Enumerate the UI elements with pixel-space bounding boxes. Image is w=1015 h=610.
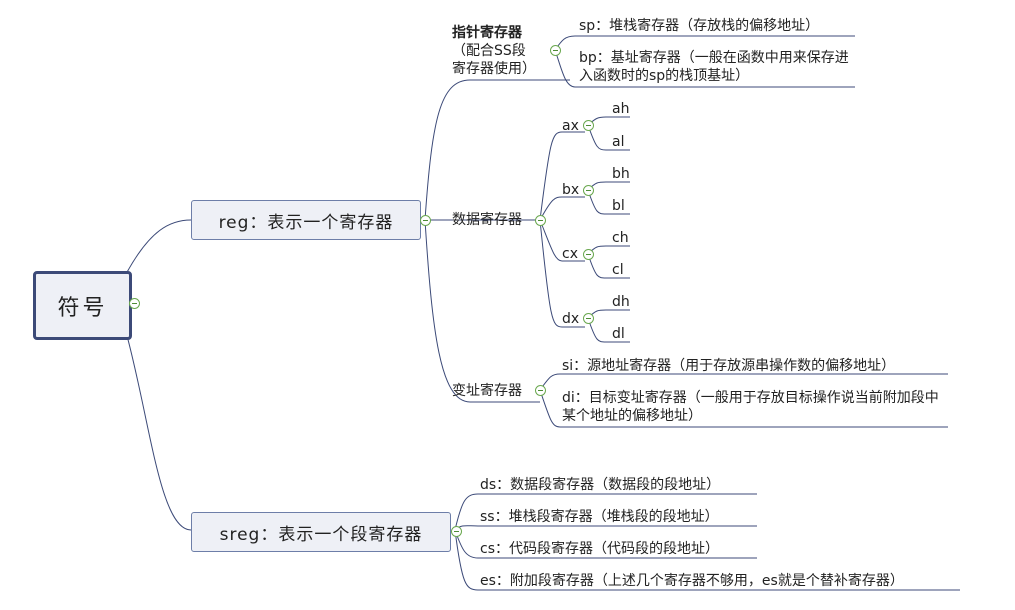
pointer-register-subtitle-line2: 寄存器使用） bbox=[452, 61, 536, 77]
register-dx[interactable]: dx bbox=[562, 311, 580, 327]
register-ch[interactable]: ch bbox=[612, 230, 629, 246]
collapse-icon[interactable] bbox=[583, 249, 594, 260]
register-cx[interactable]: cx bbox=[562, 246, 578, 262]
register-ah[interactable]: ah bbox=[612, 101, 630, 117]
reg-label: reg：表示一个寄存器 bbox=[218, 212, 394, 233]
sreg-item-ds[interactable]: ds：数据段寄存器（数据段的段地址） bbox=[480, 477, 721, 493]
sreg-item-cs[interactable]: cs：代码段寄存器（代码段的段地址） bbox=[480, 541, 719, 557]
sreg-item-es[interactable]: es：附加段寄存器（上述几个寄存器不够用，es就是个替补寄存器） bbox=[480, 573, 904, 589]
collapse-icon[interactable] bbox=[550, 45, 561, 56]
collapse-icon[interactable] bbox=[583, 313, 594, 324]
register-bh[interactable]: bh bbox=[612, 166, 630, 182]
index-item-di[interactable]: di：目标变址寄存器（一般用于存放目标操作说当前附加段中某个地址的偏移地址） bbox=[562, 390, 939, 424]
sreg-node[interactable]: sreg：表示一个段寄存器 bbox=[191, 512, 451, 552]
reg-node[interactable]: reg：表示一个寄存器 bbox=[191, 200, 421, 240]
index-register-title[interactable]: 变址寄存器 bbox=[452, 383, 522, 399]
register-dl[interactable]: dl bbox=[612, 326, 625, 342]
register-bx[interactable]: bx bbox=[562, 182, 580, 198]
data-register-title[interactable]: 数据寄存器 bbox=[452, 212, 522, 228]
register-bl[interactable]: bl bbox=[612, 198, 625, 214]
root-label: 符号 bbox=[57, 295, 108, 321]
register-ax[interactable]: ax bbox=[562, 118, 579, 134]
register-dh[interactable]: dh bbox=[612, 294, 630, 310]
sreg-label: sreg：表示一个段寄存器 bbox=[219, 524, 423, 545]
collapse-icon[interactable] bbox=[129, 298, 140, 309]
pointer-register-subtitle-line1: （配合SS段 bbox=[452, 43, 526, 59]
sreg-item-ss[interactable]: ss：堆栈段寄存器（堆栈段的段地址） bbox=[480, 509, 719, 525]
collapse-icon[interactable] bbox=[535, 215, 546, 226]
pointer-register-title[interactable]: 指针寄存器 bbox=[452, 25, 522, 41]
collapse-icon[interactable] bbox=[535, 385, 546, 396]
root-node[interactable]: 符号 bbox=[33, 271, 132, 340]
pointer-item-sp[interactable]: sp：堆栈寄存器（存放栈的偏移地址） bbox=[579, 18, 820, 34]
pointer-item-bp[interactable]: bp：基址寄存器（一般在函数中用来保存进入函数时的sp的栈顶基址） bbox=[579, 50, 849, 84]
collapse-icon[interactable] bbox=[420, 215, 431, 226]
register-al[interactable]: al bbox=[612, 134, 625, 150]
collapse-icon[interactable] bbox=[583, 185, 594, 196]
collapse-icon[interactable] bbox=[583, 120, 594, 131]
index-item-si[interactable]: si：源地址寄存器（用于存放源串操作数的偏移地址） bbox=[562, 358, 896, 374]
register-cl[interactable]: cl bbox=[612, 262, 624, 278]
collapse-icon[interactable] bbox=[451, 526, 462, 537]
